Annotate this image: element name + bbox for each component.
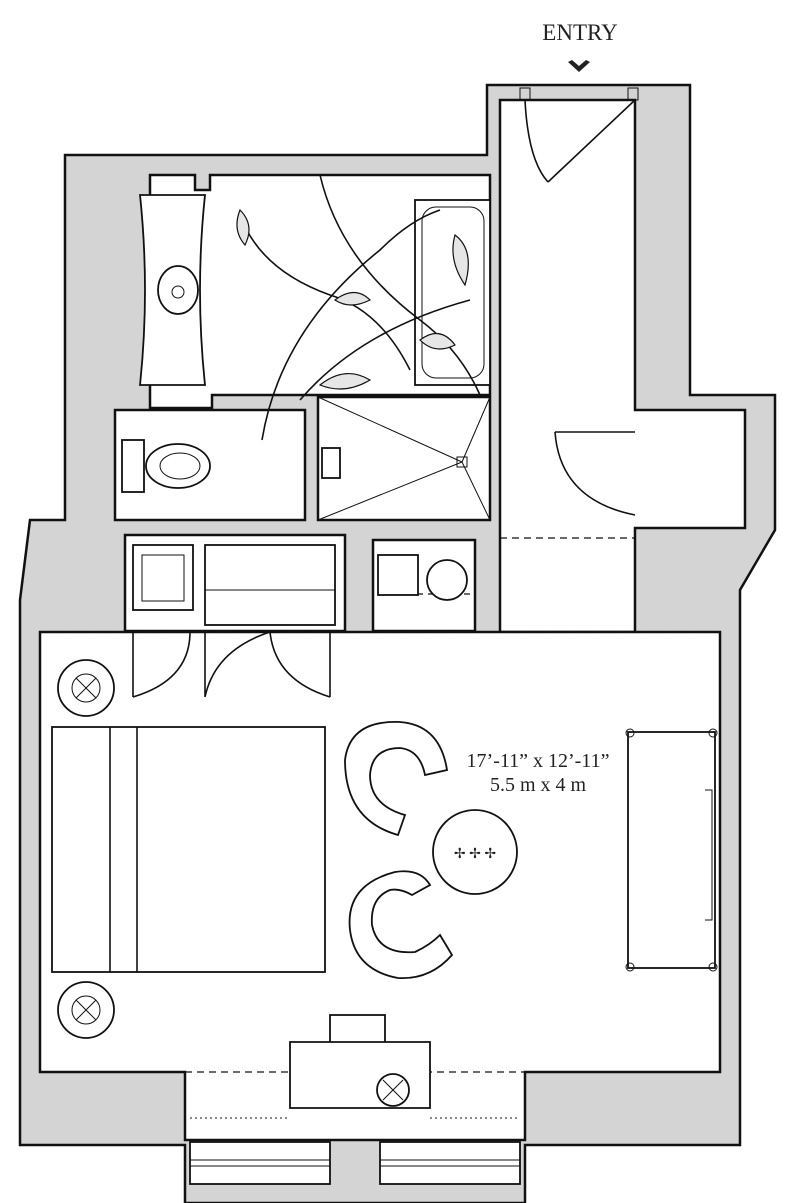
entry-door[interactable] [519,87,639,183]
chevron-down-icon [568,60,590,72]
window-bench [289,1014,431,1109]
armchair [344,721,449,837]
decorative-vine [236,174,481,441]
shower-room [316,395,492,522]
room-dimensions-imperial: 17’-11” x 12’-11” [467,750,610,772]
room-dimensions-metric: 5.5 m x 4 m [490,774,587,796]
minibar [377,554,468,601]
entry-label: ENTRY [542,20,618,45]
window [189,1141,521,1185]
armchair [348,870,454,979]
wardrobe-doors[interactable] [132,631,331,698]
round-table: ✢ ✢ ✢ [432,809,518,895]
sink-icon [157,265,199,315]
bathtub [414,199,491,386]
wardrobe [132,544,336,626]
closet-door[interactable] [554,431,636,516]
vanity [139,194,206,386]
nightstand-lamp [57,981,115,1039]
bed [51,726,326,973]
toilet-icon [121,439,211,493]
desk [625,728,718,972]
sink-icon [426,559,468,601]
shower-icon [317,396,491,521]
nightstand-lamp [57,659,115,717]
svg-text:✢ ✢ ✢: ✢ ✢ ✢ [454,847,496,862]
